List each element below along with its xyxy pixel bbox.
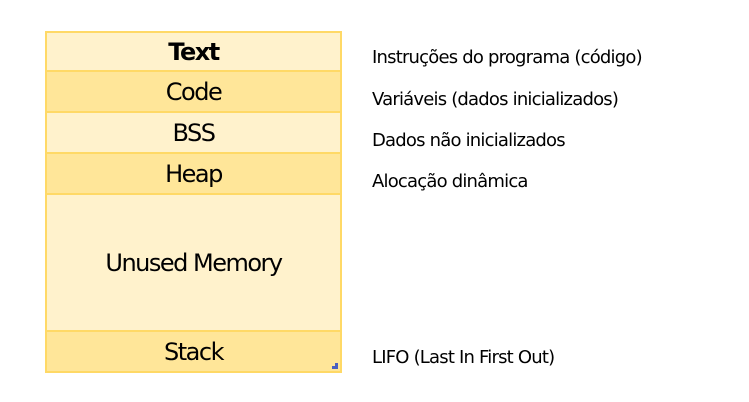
description-heap: Alocação dinâmica [372, 171, 528, 192]
segment-unused-memory: Unused Memory [45, 195, 342, 332]
memory-layout-diagram: Text Code BSS Heap Unused Memory Stack [45, 31, 342, 373]
segment-heap: Heap [45, 154, 342, 195]
segment-bss: BSS [45, 113, 342, 154]
description-stack: LIFO (Last In First Out) [372, 347, 555, 368]
description-bss: Dados não inicializados [372, 130, 566, 151]
segment-stack-label: Stack [164, 337, 224, 366]
segment-text: Text [45, 31, 342, 72]
segment-code: Code [45, 72, 342, 113]
resize-handle-icon[interactable] [332, 363, 338, 369]
description-text: Instruções do programa (código) [372, 47, 643, 68]
description-code: Variáveis (dados inicializados) [372, 89, 619, 110]
segment-stack: Stack [45, 332, 342, 373]
